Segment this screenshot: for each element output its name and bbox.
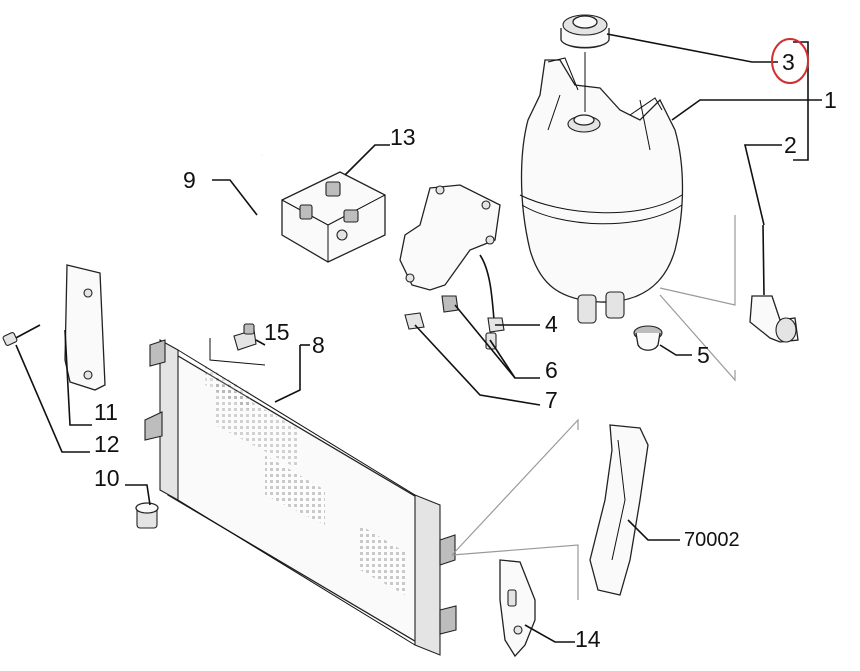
- callout-label: 11: [94, 399, 118, 425]
- callout-label: 6: [545, 357, 558, 383]
- callout-label: 4: [545, 311, 558, 337]
- bush: [135, 502, 159, 529]
- bracket: [399, 184, 505, 350]
- callout-label: 70002: [684, 529, 740, 551]
- screw: [2, 324, 41, 346]
- reinforcement-bracket: [589, 424, 649, 596]
- callout-label: 10: [94, 465, 120, 491]
- mount-bracket: [499, 559, 536, 658]
- fitting: [233, 323, 257, 351]
- callout-label: 12: [94, 431, 120, 457]
- rubber-cap: [633, 325, 663, 351]
- expansion-tank: [519, 57, 684, 324]
- highlight-ring: [771, 38, 809, 84]
- filler-cap: [560, 14, 610, 112]
- callout-label: 5: [697, 342, 710, 368]
- leader-lines: [15, 33, 822, 643]
- callout-label: 15: [264, 319, 290, 345]
- callout-label: 3: [782, 49, 795, 75]
- callout-labels: 3 1 2 13 9 4 5 6 7 15 8 11 12 10 70002 1…: [94, 49, 837, 652]
- block-kit: [281, 171, 386, 263]
- callout-label: 7: [545, 387, 558, 413]
- radiator: [144, 339, 457, 656]
- callout-label: 1: [824, 87, 837, 113]
- plate: [64, 264, 106, 391]
- callout-label: 14: [575, 626, 601, 652]
- callout-label: 9: [183, 167, 196, 193]
- guide-lines: [451, 215, 736, 600]
- pipe: [253, 154, 494, 411]
- callout-label: 8: [312, 332, 325, 358]
- level-sensor: [749, 224, 799, 343]
- callout-label: 2: [784, 132, 797, 158]
- callout-label: 13: [390, 124, 416, 150]
